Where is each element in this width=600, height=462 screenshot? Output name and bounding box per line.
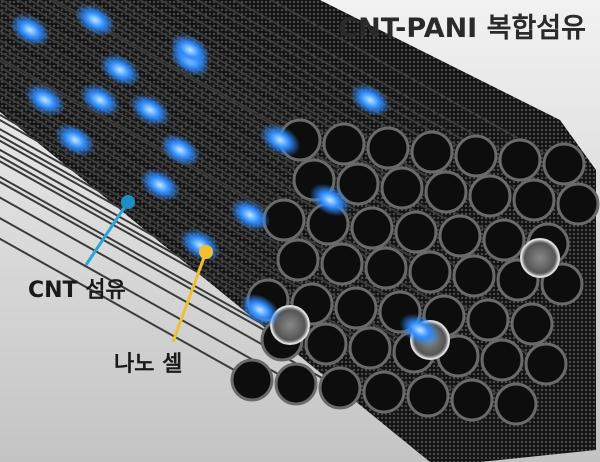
nanotube-edge [0,196,341,389]
nanotube-end [454,134,498,178]
nanotube-end [480,338,524,382]
nano-cell-glow [74,3,116,37]
nanotube-edge [0,148,269,301]
nanotube-end [230,358,274,402]
nanotube-edge [0,18,373,229]
nanotube-end [450,378,494,422]
nano-cell-pointer-line [171,251,208,343]
nanotube-end [334,286,378,330]
nanotube-end [512,178,556,222]
nanotube-end [408,250,452,294]
nanotube-edge [0,180,283,341]
nanotube-edge [0,160,327,345]
nano-cell-glow [139,168,181,202]
nano-cell-glow [309,183,351,217]
nanotube-edge [0,91,299,261]
nanotube-end [438,214,482,258]
nano-cell-glow [54,123,96,157]
nano-cell-glow [79,83,121,117]
nanotube-end [394,210,438,254]
nanotube-end [524,342,568,386]
nanotube-end [482,218,526,262]
nanotube-edge [0,107,357,309]
nano-cell-glow [259,123,301,157]
nano-cell-glow [99,53,141,87]
nanotube-end [466,298,510,342]
nanotube-edge [0,39,329,225]
nano-cell-glow [9,13,51,47]
nanotube-end [320,242,364,286]
nanotube-end [348,326,392,370]
nano-cell-label: 나노 셀 [114,352,183,377]
nanotube-end [510,302,554,346]
nano-cell-glow [129,93,171,127]
nanotube-end [362,370,406,414]
nano-cell-glow [239,293,281,327]
nanotube-end [494,382,538,426]
nanotube-end [318,366,362,410]
nanotube-end [304,322,348,366]
nanotube-end [322,122,366,166]
nanotube-end [380,166,424,210]
cnt-fiber-pointer-dot [121,195,135,209]
nanotube-end [366,126,410,170]
nanotube-edge [121,0,389,149]
nanotube-edge [27,0,359,185]
nanotube-end [542,142,586,186]
nanotube-edge [269,0,565,165]
nanotube-end [276,238,320,282]
nano-cell-glow [229,198,271,232]
nanotube-edge [158,0,433,153]
nano-cell-glow [159,133,201,167]
nanotube-end [274,362,318,406]
nano-cell-glow [24,83,66,117]
nanotube-end [424,170,468,214]
nanotube-end [364,246,408,290]
cnt-fiber-pointer-line [84,201,130,266]
diagram-title: CNT-PANI 복합섬유 [338,13,586,44]
nano-cell-glow [169,33,211,67]
nano-cell-glow [399,313,441,347]
nanotube-end [468,174,512,218]
nanotube-edge [84,0,345,145]
nanotube-end [350,206,394,250]
highlighted-tube-end [520,238,560,278]
nanotube-edge [232,0,521,161]
nanotube-end [406,374,450,418]
nanotube-edge [47,0,301,141]
nanotube-end [498,138,542,182]
nano-cell-glow [349,83,391,117]
nanotube-edge [0,237,253,381]
nanotube-end [410,130,454,174]
nanotube-edge [0,217,297,385]
cnt-fiber-label: CNT 섬유 [28,278,126,303]
nanotube-end [336,162,380,206]
nanotube-edge [0,3,315,181]
nano-cell-pointer-dot [199,245,213,259]
nanotube-end [556,182,600,226]
nano-cells [9,3,441,347]
nanotube-end [452,254,496,298]
